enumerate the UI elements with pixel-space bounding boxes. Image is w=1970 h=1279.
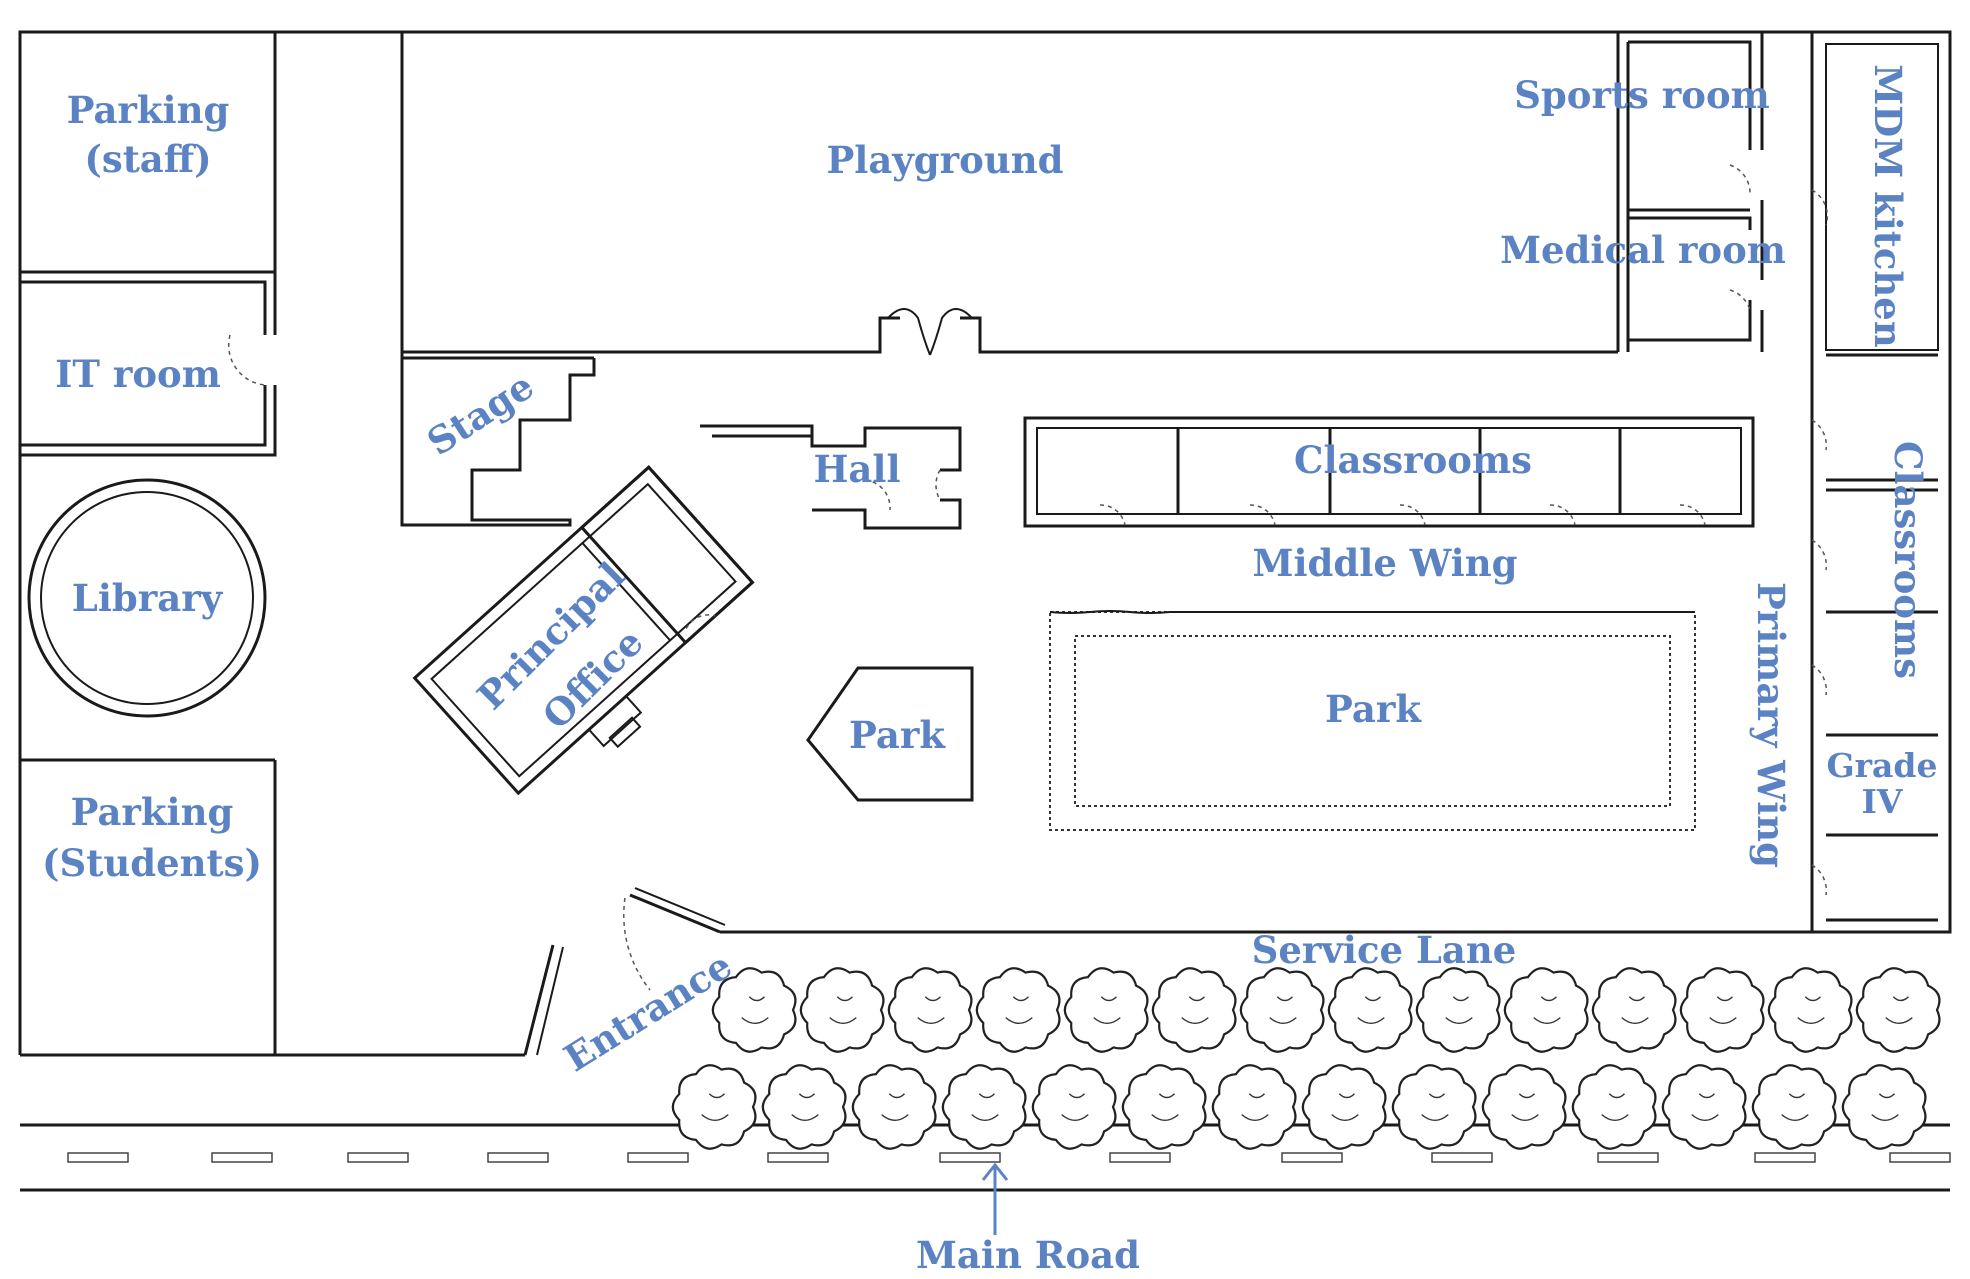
label-playground: Playground	[826, 138, 1063, 182]
road-dashes	[67, 1152, 1951, 1163]
tree-rows	[671, 967, 1941, 1150]
road-dash	[67, 1152, 129, 1163]
road-dash	[767, 1152, 829, 1163]
tree-icon	[975, 967, 1061, 1053]
label-grade: Grade	[1826, 746, 1937, 785]
tree-icon	[887, 967, 973, 1053]
tree-icon	[1751, 1064, 1837, 1150]
tree-icon	[1211, 1064, 1297, 1150]
label-medical-room: Medical room	[1500, 228, 1786, 272]
label-park-large: Park	[1325, 687, 1422, 731]
label-service-lane: Service Lane	[1252, 928, 1517, 972]
label-sports-room: Sports room	[1514, 73, 1770, 117]
label-main-road: Main Road	[916, 1233, 1140, 1277]
road-dash	[1109, 1152, 1171, 1163]
tree-icon	[1415, 967, 1501, 1053]
primary-wing-block	[1810, 30, 1952, 934]
principal-office-shape	[412, 465, 755, 796]
label-library: Library	[72, 576, 224, 620]
tree-icon	[1591, 967, 1677, 1053]
tree-icon	[941, 1064, 1027, 1150]
label-it-room: IT room	[55, 352, 221, 396]
outer-boundary	[18, 30, 1952, 1057]
label-primary-wing: Primary Wing	[1749, 582, 1793, 868]
road-dash	[347, 1152, 409, 1163]
tree-icon	[1679, 967, 1765, 1053]
tree-icon	[1767, 967, 1853, 1053]
label-parking-staff: Parking	[67, 88, 230, 132]
tree-icon	[711, 967, 797, 1053]
tree-icon	[1031, 1064, 1117, 1150]
label-parking-staff-sub: (staff)	[84, 137, 211, 181]
tree-icon	[1121, 1064, 1207, 1150]
tree-icon	[799, 967, 885, 1053]
label-mdm-kitchen: MDM kitchen	[1866, 64, 1910, 348]
road-dash	[1889, 1152, 1951, 1163]
middle-wing-classrooms	[1023, 416, 1755, 528]
left-column	[20, 32, 277, 1055]
tree-icon	[1571, 1064, 1657, 1150]
stage-shape	[400, 352, 596, 527]
label-hall: Hall	[813, 447, 900, 491]
park-large-shape	[1049, 610, 1696, 831]
tree-icon	[1239, 967, 1325, 1053]
tree-icon	[1301, 1064, 1387, 1150]
tree-icon	[1063, 967, 1149, 1053]
tree-icon	[1391, 1064, 1477, 1150]
tree-icon	[1855, 967, 1941, 1053]
road-dash	[1431, 1152, 1493, 1163]
label-parking-students: Parking	[71, 790, 234, 834]
road-dash	[627, 1152, 689, 1163]
tree-icon	[1151, 967, 1237, 1053]
label-grade-iv: IV	[1861, 782, 1903, 821]
tree-icon	[1327, 967, 1413, 1053]
library-shape	[27, 478, 267, 718]
main-road-arrow	[981, 1162, 1009, 1235]
label-parking-students-sub: (Students)	[42, 841, 262, 885]
road-dash	[1754, 1152, 1816, 1163]
tree-icon	[1661, 1064, 1747, 1150]
label-middle-wing: Middle Wing	[1253, 541, 1518, 585]
label-classrooms-primary: Classrooms	[1886, 441, 1930, 679]
road-dash	[487, 1152, 549, 1163]
road-dash	[1597, 1152, 1659, 1163]
tree-icon	[1481, 1064, 1567, 1150]
road-dash	[1281, 1152, 1343, 1163]
label-stage: Stage	[419, 363, 541, 464]
tree-icon	[761, 1064, 847, 1150]
hall-shape	[700, 424, 962, 530]
tree-icon	[1841, 1064, 1927, 1150]
tree-icon	[851, 1064, 937, 1150]
road-dash	[939, 1152, 1001, 1163]
park-small-shape	[806, 666, 974, 802]
label-park-small: Park	[849, 713, 946, 757]
label-classrooms-middle: Classrooms	[1294, 438, 1532, 482]
road-dash	[211, 1152, 273, 1163]
sports-medical-block	[1616, 32, 1764, 352]
tree-icon	[1503, 967, 1589, 1053]
playground-area	[400, 32, 1618, 356]
entrance-gate	[523, 887, 726, 1056]
tree-icon	[671, 1064, 757, 1150]
